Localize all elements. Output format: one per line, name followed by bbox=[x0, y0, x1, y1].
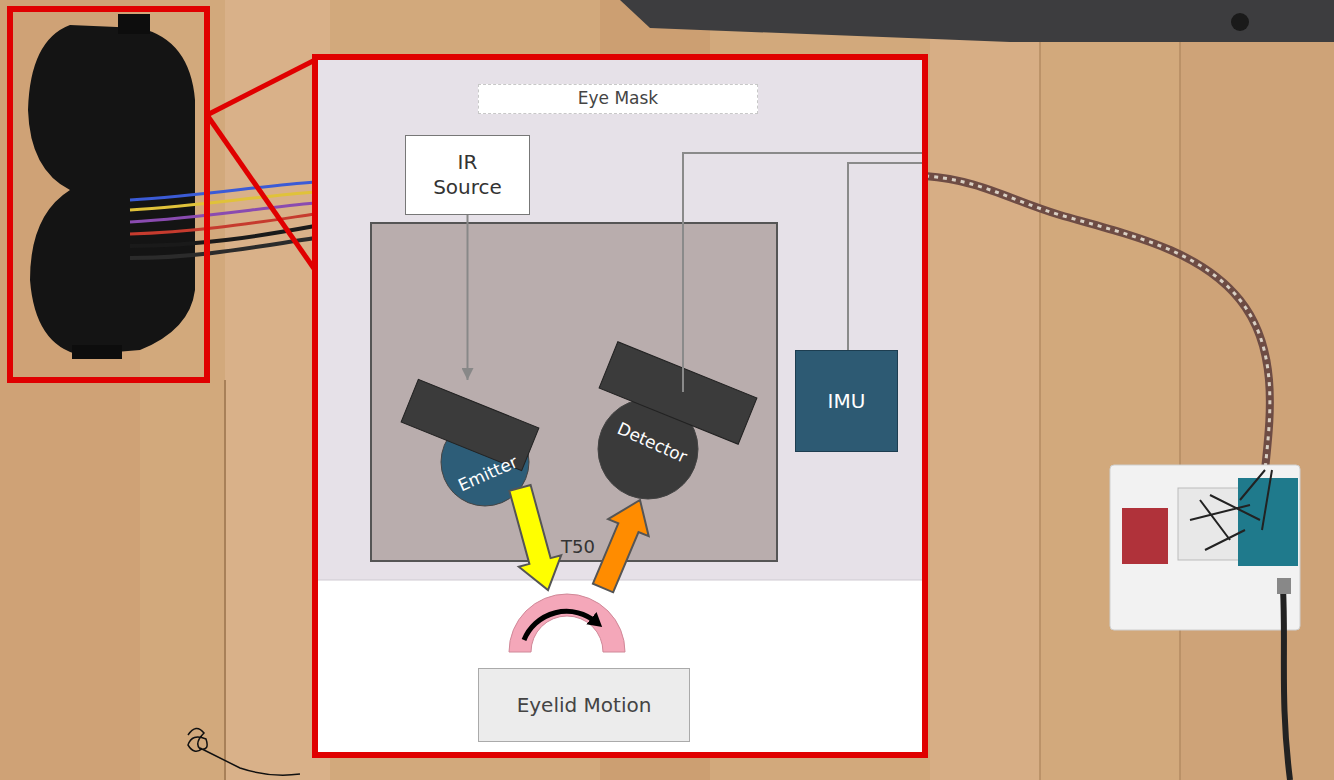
wire-bundle bbox=[925, 176, 1270, 470]
eyelid-arc bbox=[509, 594, 625, 652]
component-outline bbox=[590, 345, 760, 505]
mask-strap bbox=[72, 345, 122, 359]
loose-wire bbox=[188, 728, 300, 775]
emitter-component: Emitter bbox=[400, 380, 540, 510]
mask-wire bbox=[130, 238, 315, 258]
mask-wire bbox=[130, 192, 315, 210]
imu-box: IMU bbox=[795, 350, 898, 452]
jumper-wires bbox=[1190, 470, 1272, 550]
node-text: IMU bbox=[828, 389, 866, 414]
zoom-line bbox=[207, 60, 315, 115]
wood-plank bbox=[930, 0, 1040, 780]
source-box: IR Source bbox=[405, 135, 530, 215]
node-text: T50 bbox=[561, 536, 595, 559]
motion-arrow bbox=[524, 611, 596, 640]
eye-mask-photo bbox=[28, 25, 195, 355]
wood-plank bbox=[1180, 0, 1334, 780]
node-text: Eyelid Motion bbox=[517, 693, 652, 718]
zoom-line bbox=[207, 115, 315, 270]
usb-plug bbox=[1277, 578, 1291, 594]
arduino-board bbox=[1238, 478, 1298, 566]
floor-corner bbox=[620, 0, 1334, 42]
zoom-frame bbox=[10, 9, 207, 380]
mask-strap bbox=[118, 14, 150, 34]
plank-seam bbox=[1179, 40, 1181, 780]
usb-cable bbox=[1283, 588, 1290, 780]
signal-wire bbox=[683, 153, 922, 392]
inset-panel bbox=[315, 57, 925, 755]
label-box: Eyelid Motion bbox=[478, 668, 690, 742]
node-text: Eye Mask bbox=[578, 88, 658, 109]
mask-wire bbox=[130, 214, 315, 234]
mask-wire bbox=[130, 203, 315, 222]
region-divider bbox=[318, 580, 922, 581]
reflected-beam bbox=[593, 500, 649, 592]
mask-wire bbox=[130, 182, 315, 200]
mounting-plate bbox=[1110, 465, 1300, 630]
breadboard bbox=[1178, 488, 1250, 560]
plank-seam bbox=[224, 380, 226, 780]
node-text: IR Source bbox=[428, 150, 508, 200]
sensor-housing: T50 Emitter Detector bbox=[370, 222, 778, 562]
signal-arrow bbox=[467, 215, 469, 380]
wire-bundle bbox=[925, 176, 1270, 470]
chair-wheel bbox=[1231, 13, 1249, 31]
emitted-beam bbox=[509, 485, 561, 590]
title-box: Eye Mask bbox=[478, 84, 758, 114]
inset-frame bbox=[315, 57, 925, 755]
mask-wire bbox=[130, 226, 315, 246]
detector-component: Detector bbox=[590, 345, 760, 505]
wood-plank bbox=[225, 0, 330, 780]
driver-board bbox=[1122, 508, 1168, 564]
signal-wire bbox=[848, 163, 922, 350]
mount-bar bbox=[401, 379, 539, 470]
plank-seam bbox=[1039, 40, 1041, 780]
wood-plank bbox=[0, 0, 140, 780]
mask-region bbox=[318, 60, 922, 580]
